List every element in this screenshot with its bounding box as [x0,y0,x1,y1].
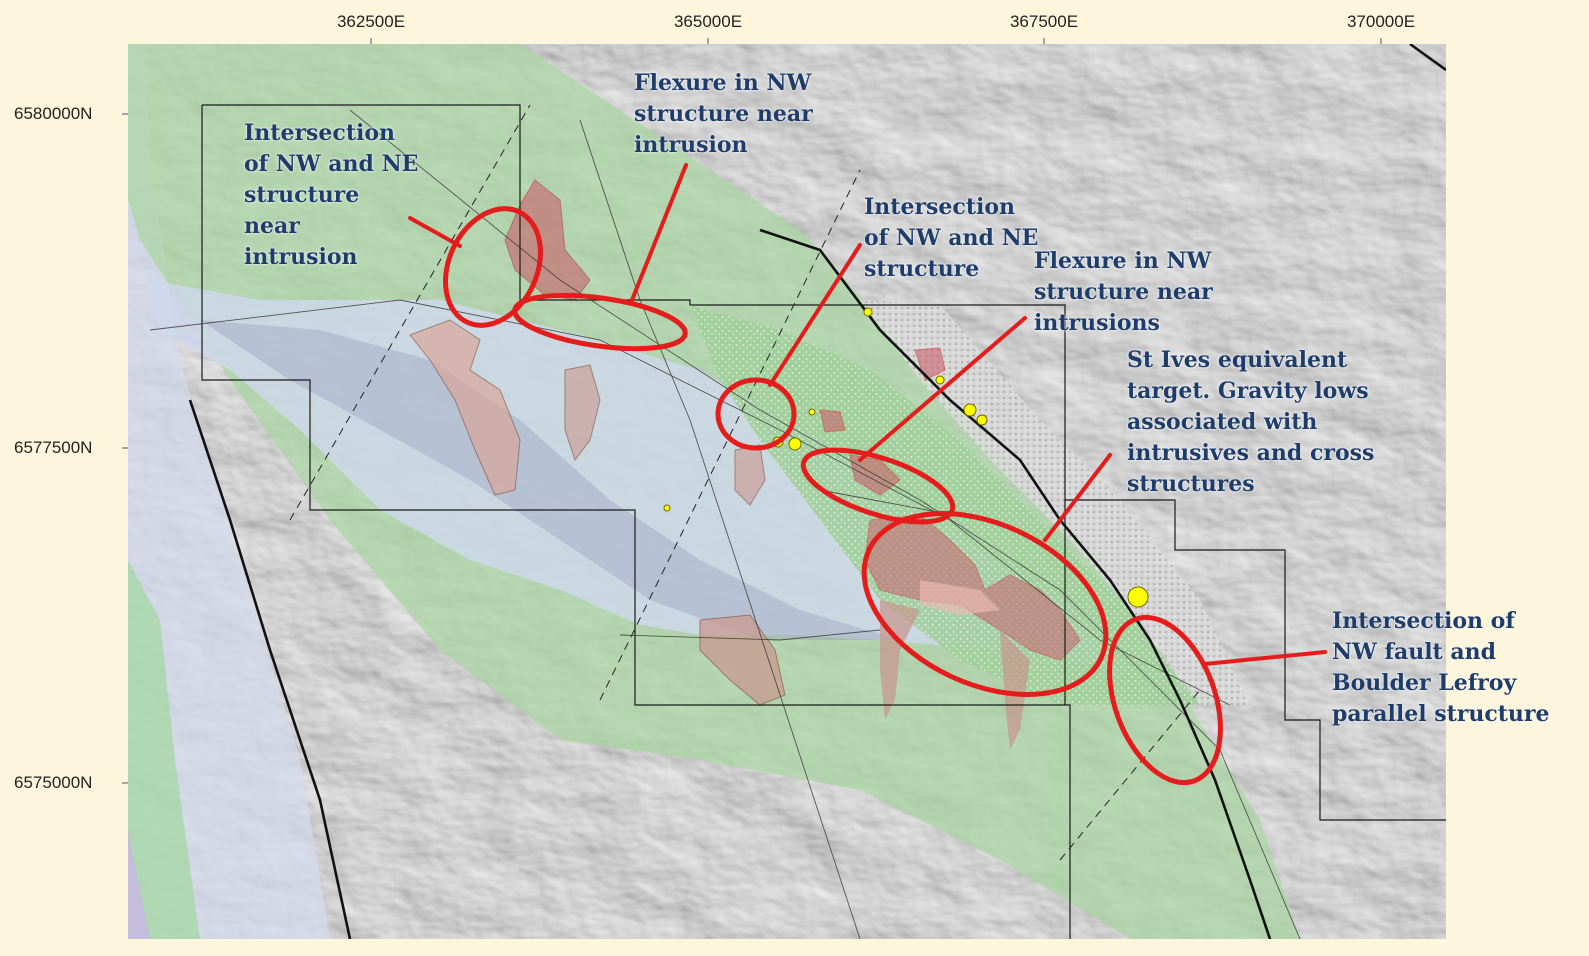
target-ellipse-5 [861,511,1109,697]
western-unit-blue [128,44,330,939]
leader-lines [408,163,1327,666]
tenement-boundaries [201,104,1446,939]
target-ellipse-3 [715,377,797,451]
annotation-flexure-nw-near-intrusion: Flexure in NW structure near intrusion [634,70,813,158]
target-ellipse-2 [512,292,688,352]
annotation-intersection-nw-fault-boulder-lefroy: Intersection of NW fault and Boulder Lef… [1332,608,1550,727]
northing-label-3: 6575000N [14,773,93,792]
easting-label-1: 362500E [336,12,406,31]
western-unit-purple [128,830,150,939]
target-ellipses [443,206,1223,786]
easting-label-3: 367500E [1009,12,1079,31]
target-ellipse-4 [800,447,956,525]
annotation-intersection-nw-ne-near-intrusion: Intersection of NW and NE structure near… [244,120,419,270]
ne-structures [289,104,1201,861]
western-unit-green [128,560,200,939]
annotation-st-ives-target: St Ives equivalent target. Gravity lows … [1127,347,1375,497]
easting-label-2: 365000E [673,12,743,31]
coordinate-ticks [122,38,1382,784]
annotation-intersection-nw-ne: Intersection of NW and NE structure [864,194,1039,282]
target-ellipse-6 [1107,614,1223,786]
speckled-greenstone-unit [690,305,1230,705]
northing-label-1: 6580000N [14,104,93,123]
target-ellipse-1 [443,206,543,328]
easting-label-4: 370000E [1346,12,1416,31]
basin-gravity-low [200,320,900,640]
intrusions [409,179,1081,750]
speckled-grey-unit [860,300,1250,705]
map-frame [128,44,1446,939]
major-faults [188,44,1446,939]
annotation-flexure-nw-near-intrusions: Flexure in NW structure near intrusions [1034,248,1213,336]
northing-label-2: 6577500N [14,438,93,457]
